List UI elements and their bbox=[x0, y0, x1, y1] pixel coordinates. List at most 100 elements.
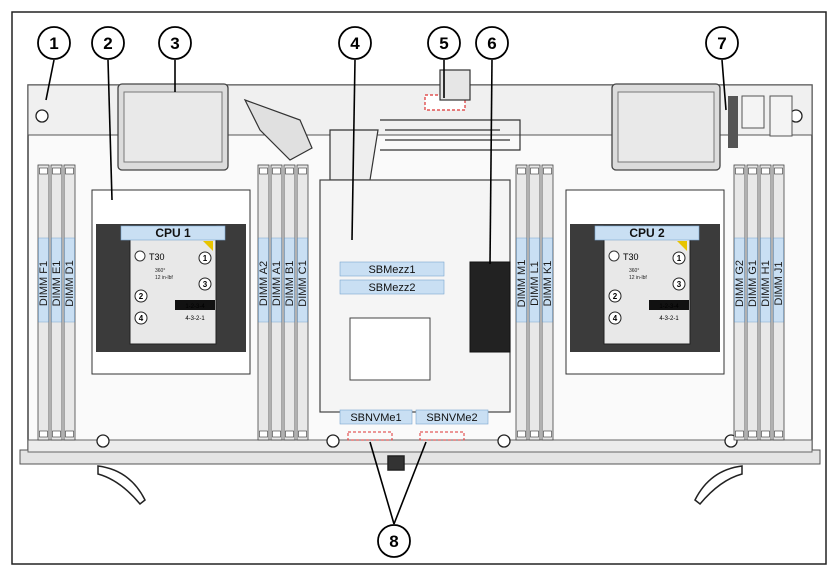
callout-leader-line bbox=[351, 59, 356, 241]
cpu-2-assembly bbox=[565, 189, 725, 375]
dimm-latch-top bbox=[52, 167, 61, 175]
mezz-2-label-bg bbox=[339, 279, 445, 295]
dimm-latch-bottom bbox=[761, 430, 770, 438]
callout-circle bbox=[91, 26, 125, 60]
pin1-marker bbox=[203, 241, 213, 251]
left-ejector-handle bbox=[97, 465, 146, 506]
callout-6: 6 bbox=[475, 26, 509, 265]
callout-leader-line bbox=[45, 59, 55, 101]
dimm-label-bg bbox=[542, 237, 553, 323]
callout-2: 2 bbox=[91, 26, 125, 201]
dimm-label: DIMM D1 bbox=[64, 260, 76, 306]
callout-number: 6 bbox=[487, 34, 496, 53]
callout-1: 1 bbox=[37, 26, 71, 101]
loosen-seq: 4-3-2-1 bbox=[185, 316, 205, 322]
screw-number-icon bbox=[672, 251, 686, 265]
dimm-label: DIMM L1 bbox=[529, 261, 541, 306]
nvme-1-connector bbox=[347, 431, 393, 441]
cpu-label: CPU 1 bbox=[155, 226, 191, 240]
dimm-label: DIMM C1 bbox=[297, 260, 309, 306]
dimm-latch-top bbox=[298, 167, 307, 175]
torque-label: 12 in-lbf bbox=[155, 275, 173, 281]
dimm-label: DIMM J1 bbox=[773, 262, 785, 306]
torque-label: 12 in-lbf bbox=[629, 275, 647, 281]
screw-number-icon bbox=[134, 311, 148, 325]
cpu-1-assembly bbox=[91, 189, 251, 375]
callout-circle bbox=[158, 26, 192, 60]
callout-number: 7 bbox=[717, 34, 726, 53]
dimm-latch-top bbox=[272, 167, 281, 175]
screw-number: 4 bbox=[139, 314, 144, 323]
loosen-seq: 4-3-2-1 bbox=[659, 316, 679, 322]
screw-number: 2 bbox=[613, 292, 618, 301]
dimm-label-bg bbox=[258, 237, 269, 323]
dimm-label: DIMM G1 bbox=[747, 260, 759, 307]
cpu-label-bg bbox=[594, 225, 700, 241]
nvme-2-label: SBNVMe2 bbox=[426, 412, 477, 424]
dimm-latch-bottom bbox=[543, 430, 552, 438]
screw-icon bbox=[326, 434, 340, 448]
dimm-latch-top bbox=[761, 167, 770, 175]
dimm-label: DIMM A1 bbox=[271, 261, 283, 306]
callout-leader-line bbox=[393, 441, 427, 525]
callout-circle bbox=[427, 26, 461, 60]
dimm-latch-top bbox=[748, 167, 757, 175]
torx-icon bbox=[134, 250, 146, 262]
dimm-latch-bottom bbox=[39, 430, 48, 438]
dimm-latch-top bbox=[285, 167, 294, 175]
callout-number: 4 bbox=[350, 34, 360, 53]
dimm-label-bg bbox=[51, 237, 62, 323]
dimm-latch-bottom bbox=[259, 430, 268, 438]
dimm-label: DIMM B1 bbox=[284, 261, 296, 307]
dimm-label-bg bbox=[747, 237, 758, 323]
dimm-label: DIMM G2 bbox=[734, 260, 746, 307]
cpu-label: CPU 2 bbox=[629, 226, 665, 240]
dimm-label-bg bbox=[516, 237, 527, 323]
chassis-screws bbox=[35, 109, 803, 448]
callout-circle bbox=[37, 26, 71, 60]
screw-number: 3 bbox=[203, 280, 208, 289]
dimm-latch-bottom bbox=[52, 430, 61, 438]
dimm-latch-top bbox=[517, 167, 526, 175]
dimm-latch-top bbox=[65, 167, 74, 175]
dimm-latch-bottom bbox=[285, 430, 294, 438]
screw-number: 4 bbox=[613, 314, 618, 323]
dimm-label-bg bbox=[284, 237, 295, 323]
tighten-seq-bg bbox=[649, 300, 689, 310]
screw-number-icon bbox=[608, 311, 622, 325]
screw-number: 3 bbox=[677, 280, 682, 289]
nvme-1-label: SBNVMe1 bbox=[350, 412, 401, 424]
dimm-label-bg bbox=[271, 237, 282, 323]
ejector-handles bbox=[97, 455, 743, 506]
callout-circle bbox=[705, 26, 739, 60]
callout-7: 7 bbox=[705, 26, 739, 111]
angle-label: 360° bbox=[155, 268, 165, 274]
screw-number-icon bbox=[198, 251, 212, 265]
right-ejector-handle bbox=[694, 465, 743, 506]
screw-number: 1 bbox=[677, 254, 682, 263]
callout-leader-line bbox=[369, 441, 395, 525]
callout-leader-line bbox=[489, 59, 493, 265]
dimm-latch-bottom bbox=[272, 430, 281, 438]
dimm-latch-bottom bbox=[530, 430, 539, 438]
dimm-latch-top bbox=[259, 167, 268, 175]
dimm-label-bg bbox=[38, 237, 49, 323]
callout-circle bbox=[338, 26, 372, 60]
dimm-latch-bottom bbox=[298, 430, 307, 438]
pin1-marker bbox=[677, 241, 687, 251]
dimm-label-bg bbox=[773, 237, 784, 323]
callout-number: 5 bbox=[439, 34, 448, 53]
nvme-2-connector bbox=[419, 431, 465, 441]
callout-5: 5 bbox=[427, 26, 461, 98]
screw-number: 1 bbox=[203, 254, 208, 263]
dimm-latch-top bbox=[543, 167, 552, 175]
callout-circle bbox=[475, 26, 509, 60]
dimm-label: DIMM K1 bbox=[542, 261, 554, 307]
tighten-seq: 1-2-3-4 bbox=[185, 304, 205, 310]
